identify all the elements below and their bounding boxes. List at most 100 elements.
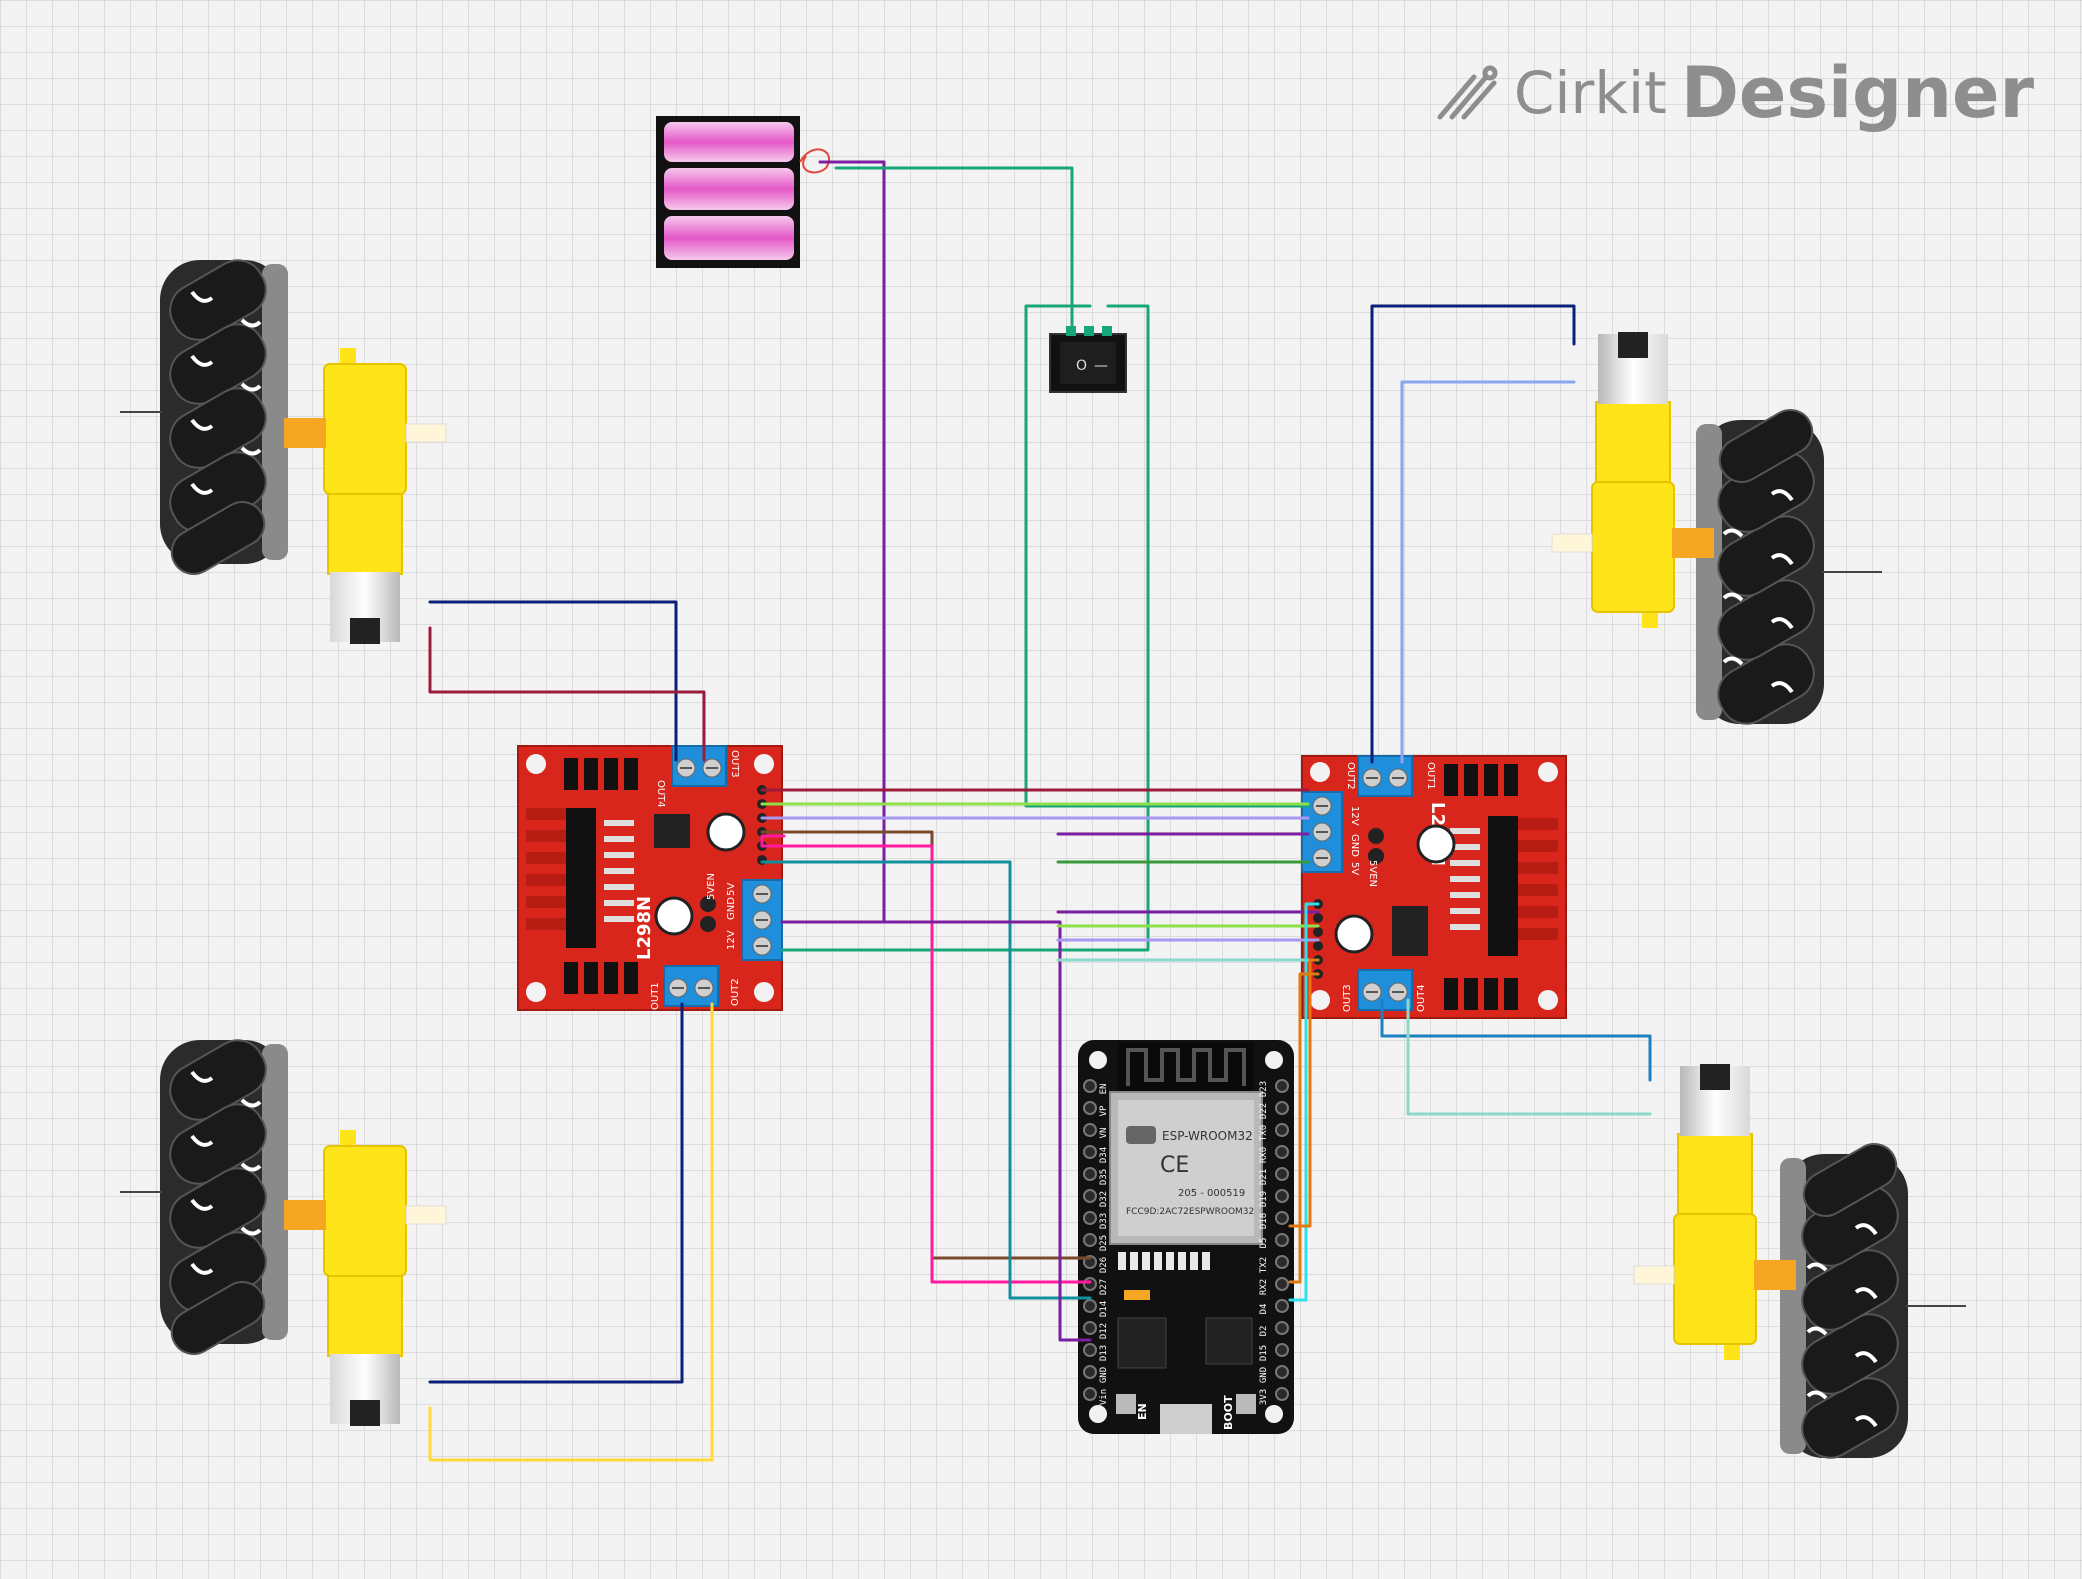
esp-fcc-label: FCC9D:2AC72ESPWROOM32: [1126, 1207, 1254, 1217]
wire-motor-fl-navy: [428, 600, 678, 762]
esp-right-pin-d23[interactable]: [1275, 1079, 1289, 1093]
wire-motor-rr-mint: [1406, 998, 1652, 1116]
motor-driver-left[interactable]: L298N OUT4 OUT3 OUT1 OUT2 12V GND 5V 5VE…: [517, 745, 783, 1011]
brand-designer: Designer: [1680, 52, 2034, 134]
esp-right-pin-label: D15: [1259, 1345, 1269, 1361]
esp-left-pin-d13[interactable]: [1083, 1343, 1097, 1357]
esp-left-pin-label: D26: [1099, 1257, 1109, 1273]
left-12v-label: 12V: [726, 930, 737, 950]
esp-right-header[interactable]: D23D22TX0RX0D21D19D18D5TX2RX2D4D2D15GND3…: [1259, 1079, 1289, 1405]
esp-right-pin-3v3[interactable]: [1275, 1387, 1289, 1401]
esp-left-pin-en[interactable]: [1083, 1079, 1097, 1093]
esp-left-pin-d34[interactable]: [1083, 1145, 1097, 1159]
esp-left-pin-label: D33: [1099, 1213, 1109, 1229]
esp-right-pin-label: RX2: [1259, 1279, 1269, 1295]
wheel-front-right[interactable]: [1694, 399, 1882, 736]
left-out1-out2-terminal[interactable]: [663, 965, 719, 1007]
esp-right-pin-label: RX0: [1259, 1147, 1269, 1163]
wire-motor-rr-blue: [1380, 998, 1652, 1082]
esp-right-pin-label: D21: [1259, 1169, 1269, 1185]
esp-left-pin-label: D27: [1099, 1279, 1109, 1295]
wire-switch-green-b: [780, 304, 1150, 952]
wire-gnd-purple: [780, 920, 1092, 1342]
wire-motor-fl-maroon: [428, 626, 706, 762]
power-switch[interactable]: O —: [1049, 326, 1127, 393]
esp-left-pin-d27[interactable]: [1083, 1277, 1097, 1291]
esp-right-pin-d15[interactable]: [1275, 1343, 1289, 1357]
left-gnd-label: GND: [726, 897, 737, 920]
right-out1-label: OUT1: [1425, 762, 1436, 790]
esp-left-pin-d32[interactable]: [1083, 1189, 1097, 1203]
motor-front-right[interactable]: [1551, 331, 1715, 629]
wire-ctrl-pink2: [760, 834, 786, 848]
right-out3-out4-terminal[interactable]: [1357, 969, 1413, 1011]
esp-right-pin-tx0[interactable]: [1275, 1123, 1289, 1137]
wheel-rear-right[interactable]: [1778, 1133, 1966, 1470]
esp-right-pin-d4[interactable]: [1275, 1299, 1289, 1313]
esp-right-pin-d22[interactable]: [1275, 1101, 1289, 1115]
esp-left-pin-d35[interactable]: [1083, 1167, 1097, 1181]
battery-lead-loop: [799, 148, 830, 174]
wire-ctrl-teal: [760, 860, 1092, 1300]
wire-esp-orange2: [1288, 958, 1320, 1228]
esp-right-pin-label: D19: [1259, 1191, 1269, 1207]
right-12v-label: 12V: [1349, 806, 1360, 826]
wire-motor-fr-navy: [1370, 304, 1576, 764]
esp-left-pin-d33[interactable]: [1083, 1211, 1097, 1225]
brand-cirkit: Cirkit: [1513, 59, 1667, 127]
esp-left-header[interactable]: ENVPVND34D35D32D33D25D26D27D14D12D13GNDV…: [1083, 1079, 1109, 1405]
esp-right-pin-label: D4: [1259, 1304, 1269, 1315]
right-out2-label: OUT2: [1345, 762, 1356, 790]
esp-right-pin-gnd[interactable]: [1275, 1365, 1289, 1379]
motor-driver-right[interactable]: L298N OUT2 OUT1 OUT3 OUT4 12V GND 5V 5VE…: [1301, 755, 1567, 1019]
switch-off-label: —: [1094, 358, 1108, 374]
esp-right-pin-label: D18: [1259, 1213, 1269, 1229]
esp-right-pin-d2[interactable]: [1275, 1321, 1289, 1335]
motor-front-left[interactable]: [283, 347, 447, 645]
esp-left-pin-vin[interactable]: [1083, 1387, 1097, 1401]
switch-on-label: O: [1076, 358, 1087, 374]
esp-left-pin-label: D34: [1099, 1147, 1109, 1163]
wire-battery-purple: [780, 160, 886, 924]
esp-right-pin-d19[interactable]: [1275, 1189, 1289, 1203]
left-out3-label: OUT3: [729, 750, 740, 778]
esp-left-pin-vp[interactable]: [1083, 1101, 1097, 1115]
esp-cert-label: 205 - 000519: [1178, 1188, 1245, 1199]
wire-motor-fr-lightblue: [1400, 380, 1576, 764]
left-out3-out4-terminal[interactable]: [671, 745, 727, 787]
esp-smd-components: [1118, 1252, 1210, 1270]
right-out1-out2-terminal[interactable]: [1357, 755, 1413, 797]
battery-pack[interactable]: [656, 116, 830, 268]
left-out2-label: OUT2: [730, 978, 741, 1006]
right-out3-label: OUT3: [1342, 984, 1353, 1012]
esp-left-pin-d14[interactable]: [1083, 1299, 1097, 1313]
esp-right-pin-rx0[interactable]: [1275, 1145, 1289, 1159]
esp-left-pin-label: D12: [1099, 1323, 1109, 1339]
esp-right-pin-d18[interactable]: [1275, 1211, 1289, 1225]
esp-left-pin-label: D25: [1099, 1235, 1109, 1251]
wifi-icon: [1126, 1126, 1156, 1144]
wheel-front-left[interactable]: [120, 248, 290, 585]
esp-left-pin-d25[interactable]: [1083, 1233, 1097, 1247]
right-5v-label: 5V: [1349, 862, 1360, 875]
esp32-board[interactable]: ESP-WROOM32 CE 205 - 000519 FCC9D:2AC72E…: [1078, 1040, 1294, 1434]
wheel-rear-left[interactable]: [120, 1028, 290, 1365]
esp-left-pin-label: EN: [1099, 1084, 1109, 1095]
esp-left-pin-vn[interactable]: [1083, 1123, 1097, 1137]
motor-rear-right[interactable]: [1633, 1063, 1797, 1361]
esp-right-pin-d21[interactable]: [1275, 1167, 1289, 1181]
esp-right-pin-d5[interactable]: [1275, 1233, 1289, 1247]
esp-right-pin-tx2[interactable]: [1275, 1255, 1289, 1269]
esp-right-pin-label: D5: [1259, 1238, 1269, 1249]
left-5ven-label: 5VEN: [706, 873, 717, 900]
motor-rear-left[interactable]: [283, 1129, 447, 1427]
esp-right-pin-rx2[interactable]: [1275, 1277, 1289, 1291]
esp-left-pin-d12[interactable]: [1083, 1321, 1097, 1335]
left-5v-label: 5V: [726, 883, 737, 896]
left-power-terminal[interactable]: [741, 879, 783, 961]
esp-left-pin-label: D32: [1099, 1191, 1109, 1207]
esp-right-pin-label: GND: [1259, 1367, 1269, 1383]
esp-left-pin-gnd[interactable]: [1083, 1365, 1097, 1379]
esp-right-pin-label: TX2: [1259, 1257, 1269, 1273]
